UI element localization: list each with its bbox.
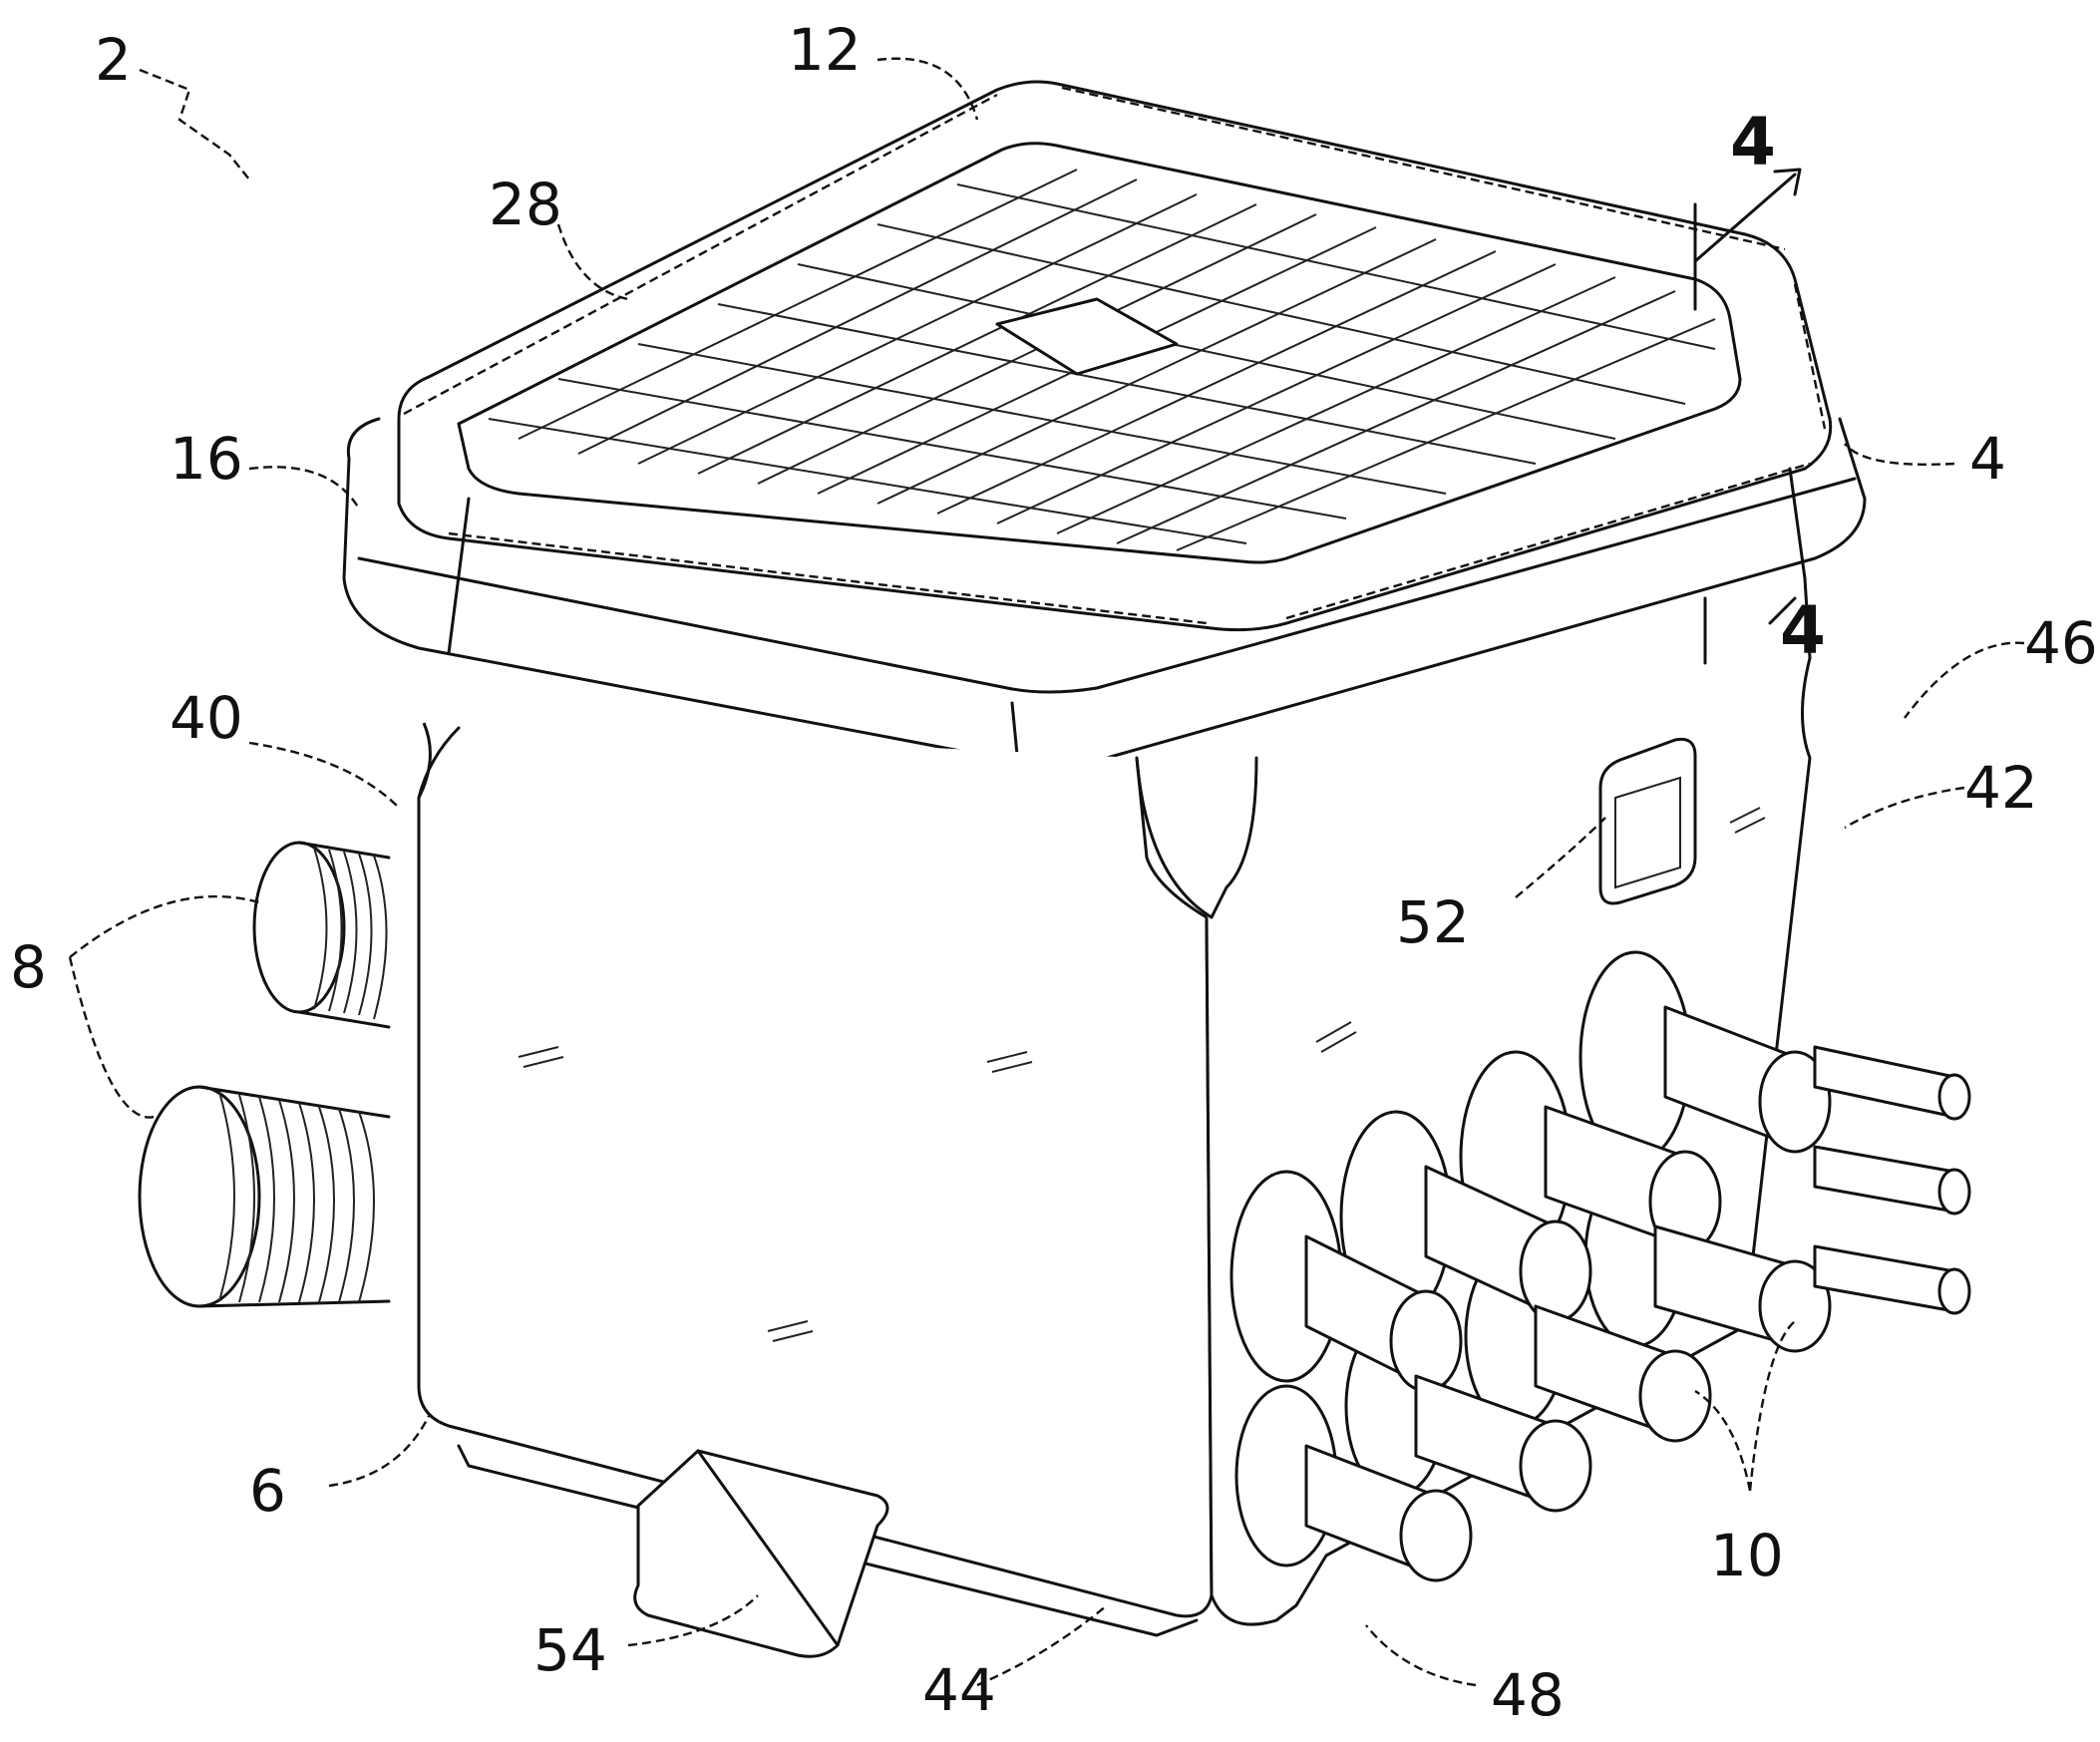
label-4: 4 (1969, 425, 2006, 493)
reference-labels: 2 12 28 4 16 4 4 46 40 42 52 8 6 10 54 4… (10, 16, 2098, 1729)
leader-lines (68, 57, 2025, 1687)
label-10: 10 (1710, 1522, 1784, 1589)
label-6: 6 (249, 1457, 286, 1525)
label-12: 12 (788, 16, 862, 84)
label-2: 2 (95, 26, 132, 94)
window-52 (1598, 737, 1697, 905)
label-8: 8 (10, 933, 47, 1001)
label-54: 54 (533, 1616, 607, 1684)
label-4-section-bottom: 4 (1780, 592, 1826, 669)
label-40: 40 (170, 684, 243, 752)
section-line-4 (1693, 168, 1802, 665)
label-42: 42 (1964, 754, 2038, 822)
label-52: 52 (1396, 888, 1470, 956)
label-48: 48 (1491, 1661, 1565, 1729)
corrugated-pipes-8 (138, 841, 391, 1308)
label-46: 46 (2024, 609, 2098, 677)
label-4-section-top: 4 (1730, 104, 1776, 180)
label-44: 44 (922, 1656, 996, 1724)
handle-54 (633, 1449, 889, 1658)
label-28: 28 (489, 171, 562, 238)
label-16: 16 (170, 425, 243, 493)
lid-top (342, 80, 1867, 860)
conduits-10 (1229, 950, 1971, 1582)
